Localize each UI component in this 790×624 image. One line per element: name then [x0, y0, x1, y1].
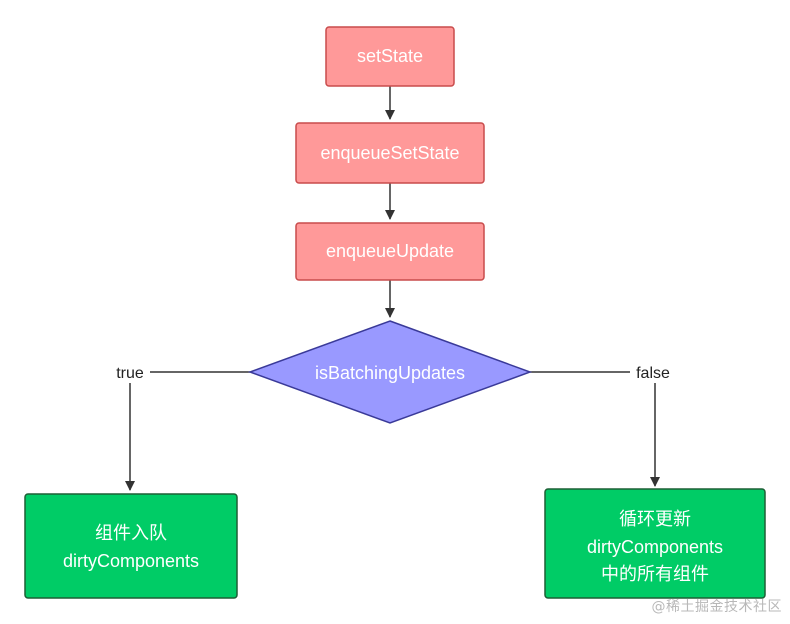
- node-false-result-line-3: 中的所有组件: [601, 564, 709, 584]
- node-setstate: setState: [325, 26, 455, 87]
- edge-label-false-text: false: [636, 365, 670, 382]
- edge-label-true: true: [110, 363, 150, 383]
- edge-label-false: false: [630, 363, 678, 383]
- node-decision-label: isBatchingUpdates: [315, 363, 465, 383]
- node-enqueueupdate-label: enqueueUpdate: [326, 241, 454, 261]
- node-false-result-line-2: dirtyComponents: [587, 537, 723, 557]
- node-setstate-label: setState: [357, 46, 423, 66]
- node-true-result: 组件入队 dirtyComponents: [24, 493, 238, 599]
- edge-false-branch: [530, 371, 660, 487]
- node-true-result-line-1: 组件入队: [95, 523, 167, 543]
- node-enqueuesetstate-label: enqueueSetState: [320, 143, 459, 163]
- node-enqueueupdate: enqueueUpdate: [295, 222, 485, 281]
- node-true-result-line-2: dirtyComponents: [63, 551, 199, 571]
- node-false-result: 循环更新 dirtyComponents 中的所有组件: [544, 488, 766, 599]
- node-enqueuesetstate: enqueueSetState: [295, 122, 485, 184]
- node-decision: isBatchingUpdates: [247, 320, 533, 424]
- node-false-result-line-1: 循环更新: [619, 509, 691, 529]
- edge-true-branch: [125, 371, 250, 491]
- watermark: @稀土掘金技术社区: [651, 599, 782, 615]
- edge-label-true-text: true: [116, 365, 144, 382]
